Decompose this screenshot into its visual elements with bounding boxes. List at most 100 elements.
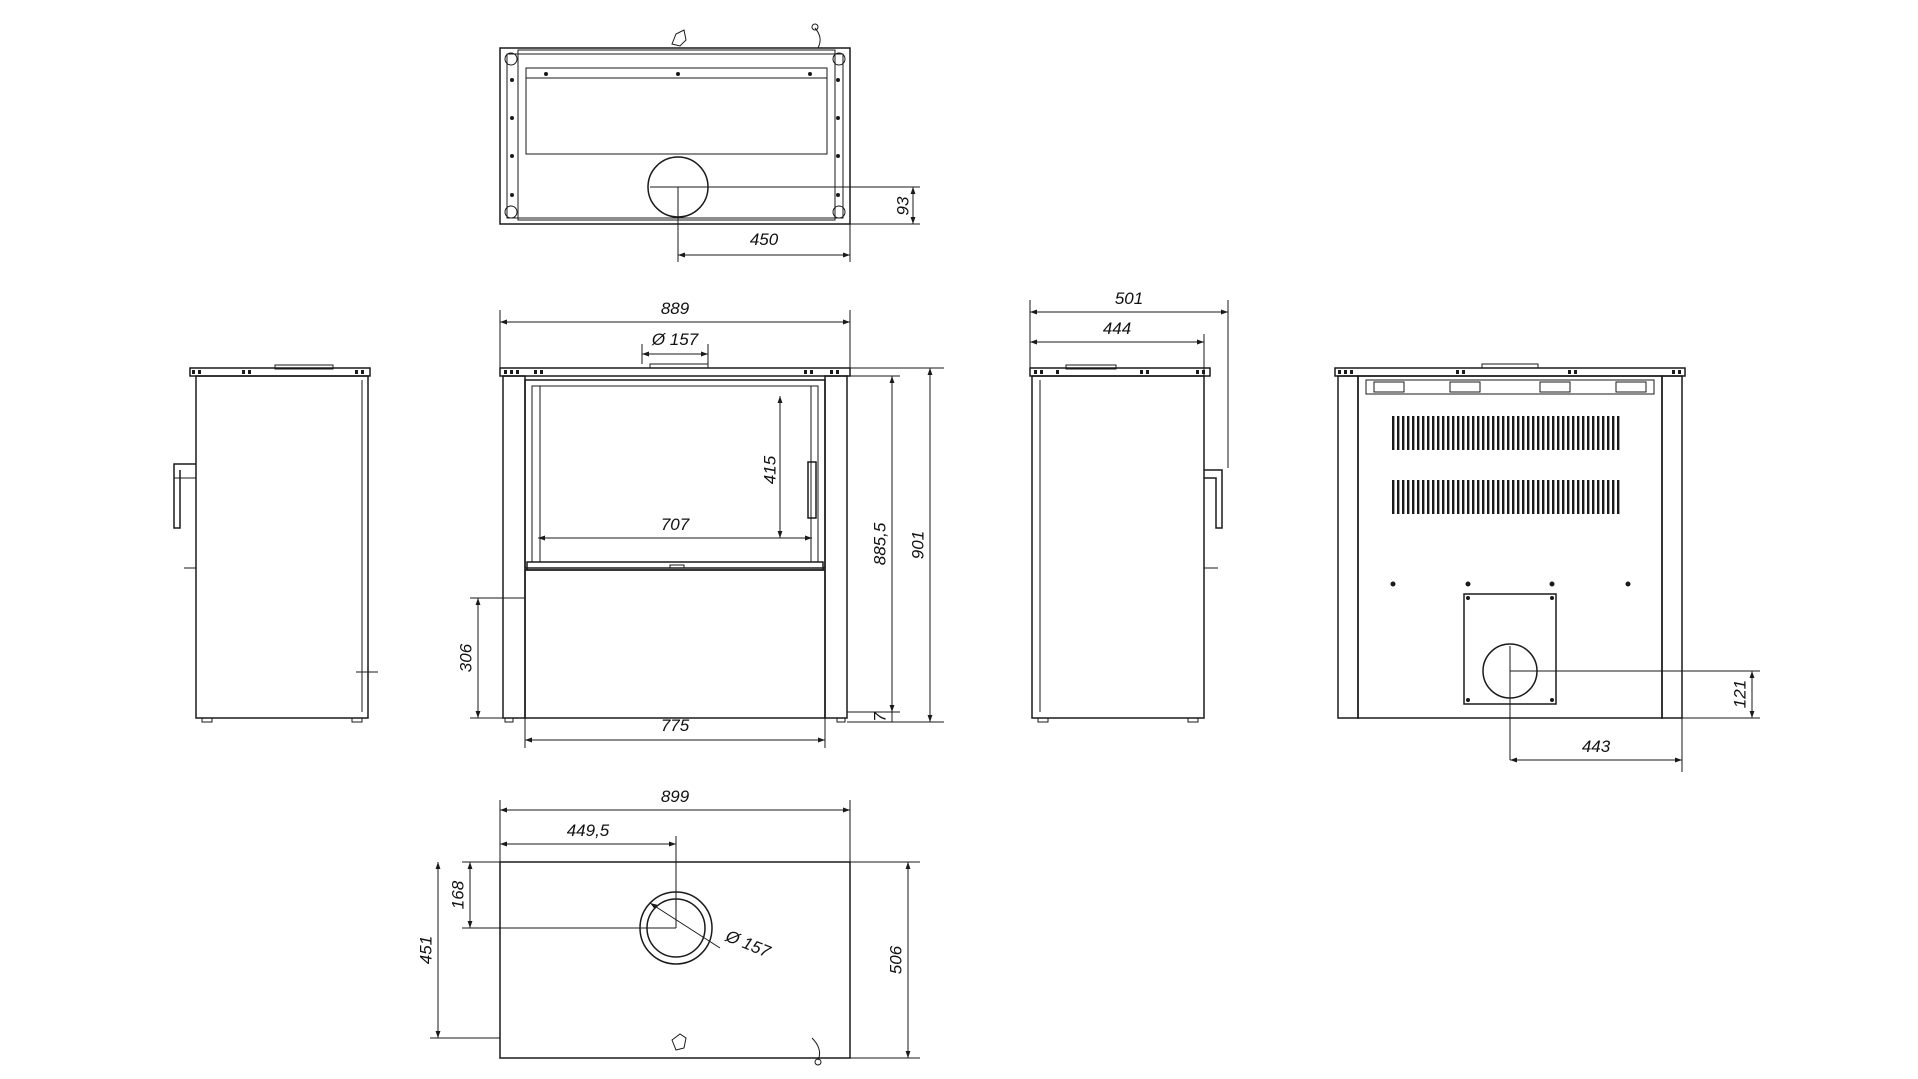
vent-slot <box>1417 480 1420 514</box>
vent-slot <box>1442 480 1445 514</box>
vent-slot <box>1562 416 1565 450</box>
rear-vent-grille-bottom <box>1392 480 1620 514</box>
vent-slot <box>1447 480 1450 514</box>
plan-outline <box>499 861 851 1059</box>
vent-slot <box>1577 480 1580 514</box>
right-side-body <box>1031 375 1205 719</box>
vent-slot <box>1462 480 1465 514</box>
vent-slot <box>1602 480 1605 514</box>
vent-slot <box>1467 416 1470 450</box>
vent-slot <box>1537 416 1540 450</box>
rear-right-leg <box>1661 375 1683 719</box>
vent-slot <box>1592 480 1595 514</box>
vent-slot <box>1617 416 1620 450</box>
vent-slot <box>1532 416 1535 450</box>
vent-slot <box>1492 480 1495 514</box>
vent-slot <box>1402 480 1405 514</box>
vent-slot <box>1507 416 1510 450</box>
dim-label-501: 501 <box>1115 289 1143 308</box>
vent-slot <box>1497 416 1500 450</box>
vent-slot <box>1537 480 1540 514</box>
vent-slot <box>1527 480 1530 514</box>
vent-slot <box>1437 416 1440 450</box>
vent-slot <box>1472 480 1475 514</box>
vent-slot <box>1542 416 1545 450</box>
vent-slot <box>1617 480 1620 514</box>
vent-slot <box>1577 416 1580 450</box>
vent-slot <box>1507 480 1510 514</box>
vent-slot <box>1607 480 1610 514</box>
vent-slot <box>1437 480 1440 514</box>
vent-slot <box>1592 416 1595 450</box>
dim-label-451: 451 <box>417 936 436 964</box>
front-view: 889 Ø 157 415 707 306 775 885,5 901 7 <box>457 299 944 748</box>
vent-slot <box>1407 416 1410 450</box>
vent-slot <box>1442 416 1445 450</box>
plan-view: 899 449,5 168 451 506 Ø 157 <box>417 787 920 1066</box>
vent-slot <box>1597 416 1600 450</box>
vent-slot <box>1587 480 1590 514</box>
left-side-view <box>173 364 378 723</box>
top-view-outline <box>499 47 851 225</box>
vent-slot <box>1407 480 1410 514</box>
dim-label-450: 450 <box>750 230 779 249</box>
dim-label-306: 306 <box>457 643 476 672</box>
vent-slot <box>1397 480 1400 514</box>
vent-slot <box>1567 416 1570 450</box>
front-door-handle <box>807 461 817 519</box>
vent-slot <box>1567 480 1570 514</box>
front-top-plate <box>499 367 851 377</box>
right-side-view: 501 444 <box>1029 289 1229 723</box>
top-view: 93 450 <box>499 23 920 262</box>
vent-slot <box>1417 416 1420 450</box>
vent-slot <box>1432 416 1435 450</box>
top-view-firebox <box>525 67 828 155</box>
rear-left-leg <box>1337 375 1359 719</box>
vent-slot <box>1527 416 1530 450</box>
vent-slot <box>1457 480 1460 514</box>
vent-slot <box>1422 480 1425 514</box>
dim-label-415: 415 <box>761 455 780 484</box>
vent-slot <box>1502 416 1505 450</box>
vent-slot <box>1502 480 1505 514</box>
vent-slot <box>1522 480 1525 514</box>
vent-slot <box>1547 480 1550 514</box>
vent-slot <box>1457 416 1460 450</box>
vent-slot <box>1482 480 1485 514</box>
vent-slot <box>1472 416 1475 450</box>
vent-slot <box>1552 480 1555 514</box>
vent-slot <box>1517 416 1520 450</box>
rear-view: 121 443 <box>1334 363 1760 772</box>
vent-slot <box>1612 416 1615 450</box>
vent-slot <box>1412 480 1415 514</box>
vent-slot <box>1402 416 1405 450</box>
vent-slot <box>1482 416 1485 450</box>
front-plinth <box>524 569 826 719</box>
vent-slot <box>1562 480 1565 514</box>
vent-slot <box>1542 480 1545 514</box>
vent-slot <box>1422 416 1425 450</box>
left-side-body <box>195 375 369 719</box>
vent-slot <box>1427 416 1430 450</box>
vent-slot <box>1467 480 1470 514</box>
vent-slot <box>1512 416 1515 450</box>
vent-slot <box>1532 480 1535 514</box>
dim-label-plan-flue-diameter: Ø 157 <box>722 926 773 962</box>
dim-label-121: 121 <box>1731 680 1750 708</box>
dim-label-885-5: 885,5 <box>871 522 890 565</box>
vent-slot <box>1427 480 1430 514</box>
vent-slot <box>1607 416 1610 450</box>
vent-slot <box>1572 480 1575 514</box>
vent-slot <box>1447 416 1450 450</box>
vent-slot <box>1602 416 1605 450</box>
vent-slot <box>1582 416 1585 450</box>
vent-slot <box>1552 416 1555 450</box>
vent-slot <box>1477 416 1480 450</box>
dim-label-899: 899 <box>661 787 690 806</box>
front-right-leg <box>824 375 848 719</box>
dim-label-449-5: 449,5 <box>567 821 610 840</box>
vent-slot <box>1462 416 1465 450</box>
dim-label-506: 506 <box>887 945 906 974</box>
dim-label-443: 443 <box>1582 737 1611 756</box>
